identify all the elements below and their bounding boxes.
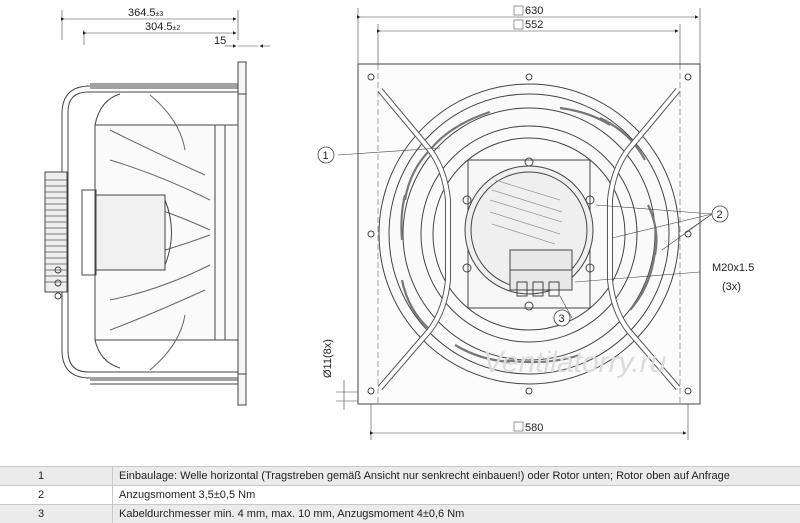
dim-hole-spacing: 580 [525, 422, 543, 434]
notes-table: 1 Einbaulage: Welle horizontal (Tragstre… [0, 466, 800, 523]
callout-1: 1 [317, 146, 335, 164]
note-number: 3 [0, 504, 113, 523]
svg-text:1: 1 [323, 150, 329, 162]
dim-flange-thickness: 15 [214, 35, 226, 47]
note-number: 1 [0, 466, 113, 486]
cable-gland-count: (3x) [722, 281, 741, 293]
svg-text:3: 3 [559, 313, 565, 325]
callout-3: 3 [553, 309, 571, 327]
dim-hole-diameter: Ø11(8x) [322, 339, 334, 378]
dim-body-length: 304.5±2 [145, 21, 180, 33]
callout-2: 2 [711, 205, 729, 223]
note-text: Kabeldurchmesser min. 4 mm, max. 10 mm, … [112, 504, 800, 523]
note-text: Anzugsmoment 3,5±0,5 Nm [112, 485, 800, 505]
dim-plate-width: 630 [525, 5, 543, 17]
cable-gland-label: M20x1.5 [712, 262, 754, 274]
dim-overall-length: 364.5±3 [128, 7, 163, 19]
fan-technical-drawing: 364.5±3 304.5±2 15 [44, 5, 754, 440]
table-row: 1 Einbaulage: Welle horizontal (Tragstre… [0, 466, 800, 486]
note-number: 2 [0, 485, 113, 505]
table-row: 2 Anzugsmoment 3,5±0,5 Nm [0, 485, 800, 505]
front-view [336, 8, 713, 440]
watermark: Ventilatorry.ru [483, 346, 667, 379]
dim-inner-width: 552 [525, 19, 543, 31]
note-text: Einbaulage: Welle horizontal (Tragstrebe… [112, 466, 800, 486]
svg-text:2: 2 [717, 209, 723, 221]
side-view [44, 10, 270, 406]
table-row: 3 Kabeldurchmesser min. 4 mm, max. 10 mm… [0, 504, 800, 523]
